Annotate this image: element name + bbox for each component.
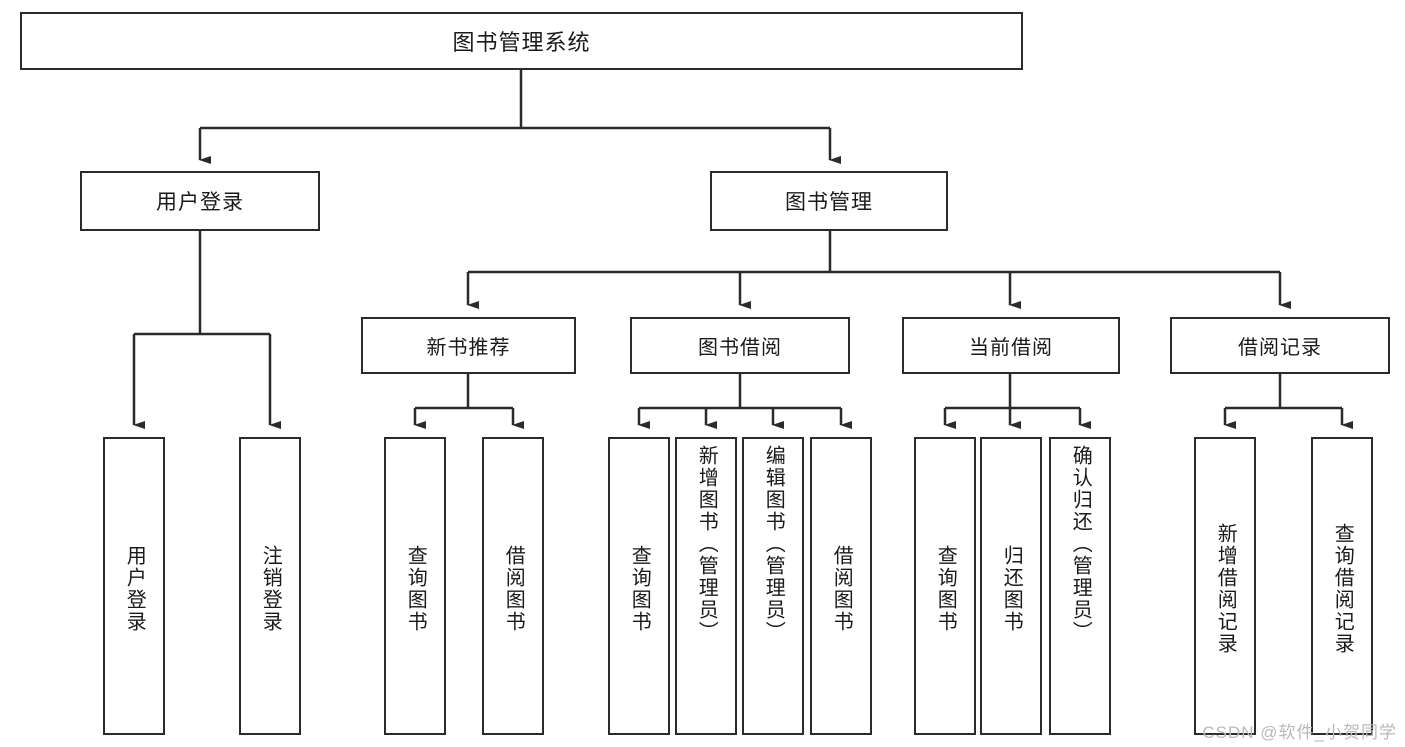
leaf-return-book[interactable]: 归还图书 — [980, 437, 1042, 735]
leaf-label: 新增借阅记录 — [1214, 523, 1237, 655]
leaf-label: 查询图书 — [404, 545, 427, 633]
leaf-query-book-current[interactable]: 查询图书 — [914, 437, 976, 735]
leaf-add-book-admin[interactable]: 新增图书（管理员） — [675, 437, 737, 735]
leaf-query-borrow-record[interactable]: 查询借阅记录 — [1311, 437, 1373, 735]
leaf-label: 查询借阅记录 — [1331, 523, 1354, 655]
leaf-user-login[interactable]: 用户登录 — [103, 437, 165, 735]
leaf-label: 确认归还（管理员） — [1069, 445, 1092, 643]
leaf-label: 用户登录 — [123, 545, 146, 633]
node-book-management[interactable]: 图书管理 — [710, 171, 948, 231]
leaf-borrow-book-recommend[interactable]: 借阅图书 — [482, 437, 544, 735]
leaf-label: 借阅图书 — [502, 545, 525, 633]
leaf-edit-book-admin[interactable]: 编辑图书（管理员） — [742, 437, 804, 735]
leaf-label: 新增图书（管理员） — [695, 445, 718, 643]
leaf-query-book-recommend[interactable]: 查询图书 — [384, 437, 446, 735]
leaf-label: 借阅图书 — [830, 545, 853, 633]
node-book-borrow[interactable]: 图书借阅 — [630, 317, 850, 374]
leaf-label: 注销登录 — [259, 545, 282, 633]
csdn-watermark: CSDN @软件_小贺同学 — [1202, 723, 1397, 742]
leaf-label: 查询图书 — [628, 545, 651, 633]
leaf-logout[interactable]: 注销登录 — [239, 437, 301, 735]
node-root-system[interactable]: 图书管理系统 — [20, 12, 1023, 70]
node-current-borrow[interactable]: 当前借阅 — [902, 317, 1120, 374]
node-user-login[interactable]: 用户登录 — [80, 171, 320, 231]
leaf-add-borrow-record[interactable]: 新增借阅记录 — [1194, 437, 1256, 735]
leaf-label: 归还图书 — [1000, 545, 1023, 633]
leaf-confirm-return-admin[interactable]: 确认归还（管理员） — [1049, 437, 1111, 735]
node-new-book-recommend[interactable]: 新书推荐 — [361, 317, 576, 374]
leaf-label: 编辑图书（管理员） — [762, 445, 785, 643]
leaf-borrow-book[interactable]: 借阅图书 — [810, 437, 872, 735]
node-borrow-record[interactable]: 借阅记录 — [1170, 317, 1390, 374]
leaf-query-book-borrow[interactable]: 查询图书 — [608, 437, 670, 735]
leaf-label: 查询图书 — [934, 545, 957, 633]
